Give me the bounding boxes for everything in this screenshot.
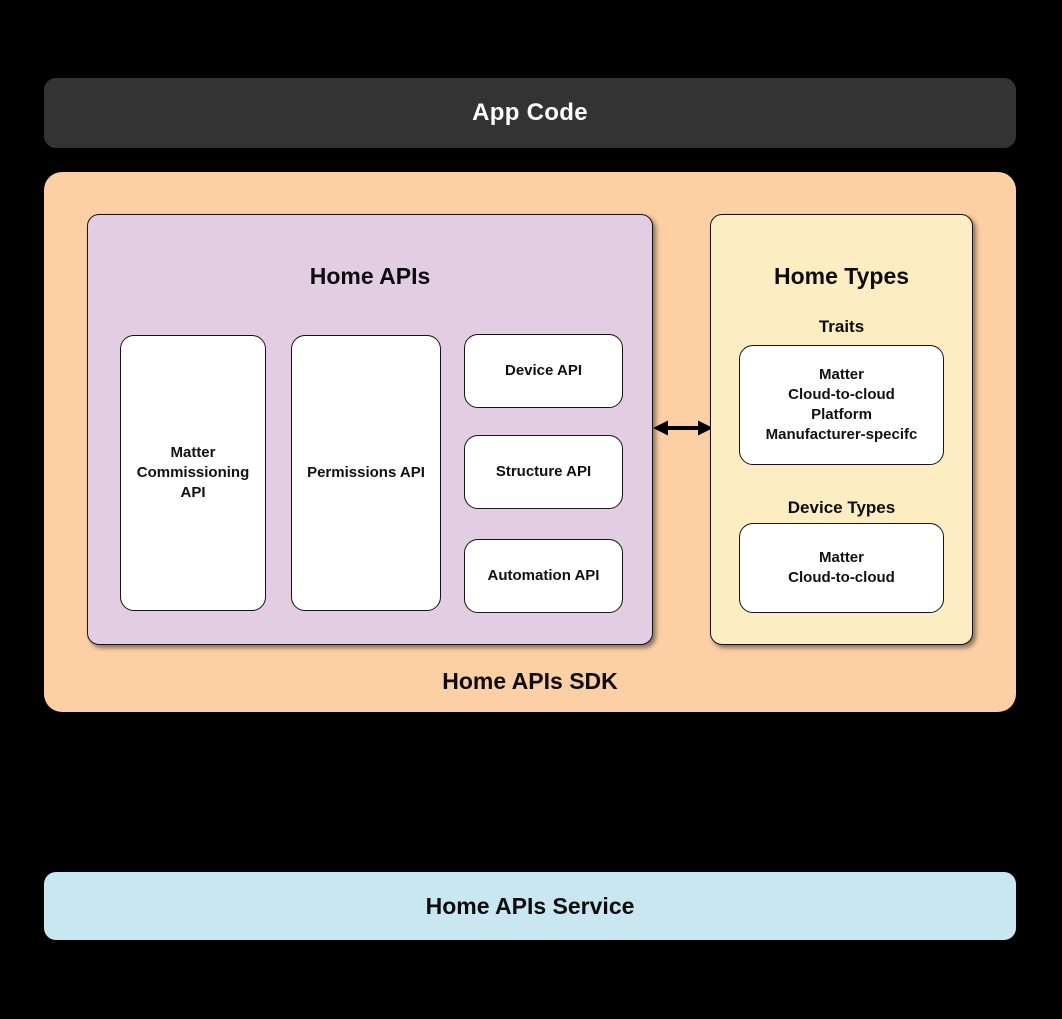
home-apis-service-label: Home APIs Service <box>425 892 635 919</box>
traits-label: Traits <box>818 317 865 336</box>
home-apis-sdk-label: Home APIs SDK <box>442 668 618 694</box>
trait-item: Cloud-to-cloud <box>788 386 895 403</box>
app-code-label: App Code <box>472 99 588 126</box>
bidirectional-arrow-icon <box>653 416 713 440</box>
home-apis-sdk-container: Home APIs Matter Commissioning API Permi… <box>44 172 1016 712</box>
app-code-bar: App Code <box>44 78 1016 148</box>
home-apis-panel: Home APIs Matter Commissioning API Permi… <box>87 214 653 645</box>
home-types-title: Home Types <box>773 263 910 289</box>
automation-api-box: Automation API <box>464 539 623 613</box>
trait-item: Platform <box>811 406 872 423</box>
matter-commissioning-api-box: Matter Commissioning API <box>120 335 266 611</box>
trait-item: Manufacturer-specifc <box>765 426 918 443</box>
device-api-box: Device API <box>464 334 623 408</box>
trait-item: Matter <box>818 366 864 383</box>
device-type-item: Cloud-to-cloud <box>788 569 895 586</box>
structure-api-box: Structure API <box>464 435 623 509</box>
home-apis-title: Home APIs <box>309 263 431 289</box>
home-types-panel: Home Types Traits Matter Cloud-to-cloud … <box>710 214 973 645</box>
device-type-item: Matter <box>818 549 864 566</box>
device-types-label: Device Types <box>787 498 896 517</box>
traits-box: Matter Cloud-to-cloud Platform Manufactu… <box>739 345 944 465</box>
device-types-box: Matter Cloud-to-cloud <box>739 523 944 613</box>
home-apis-service-bar: Home APIs Service <box>44 872 1016 940</box>
permissions-api-box: Permissions API <box>291 335 441 611</box>
